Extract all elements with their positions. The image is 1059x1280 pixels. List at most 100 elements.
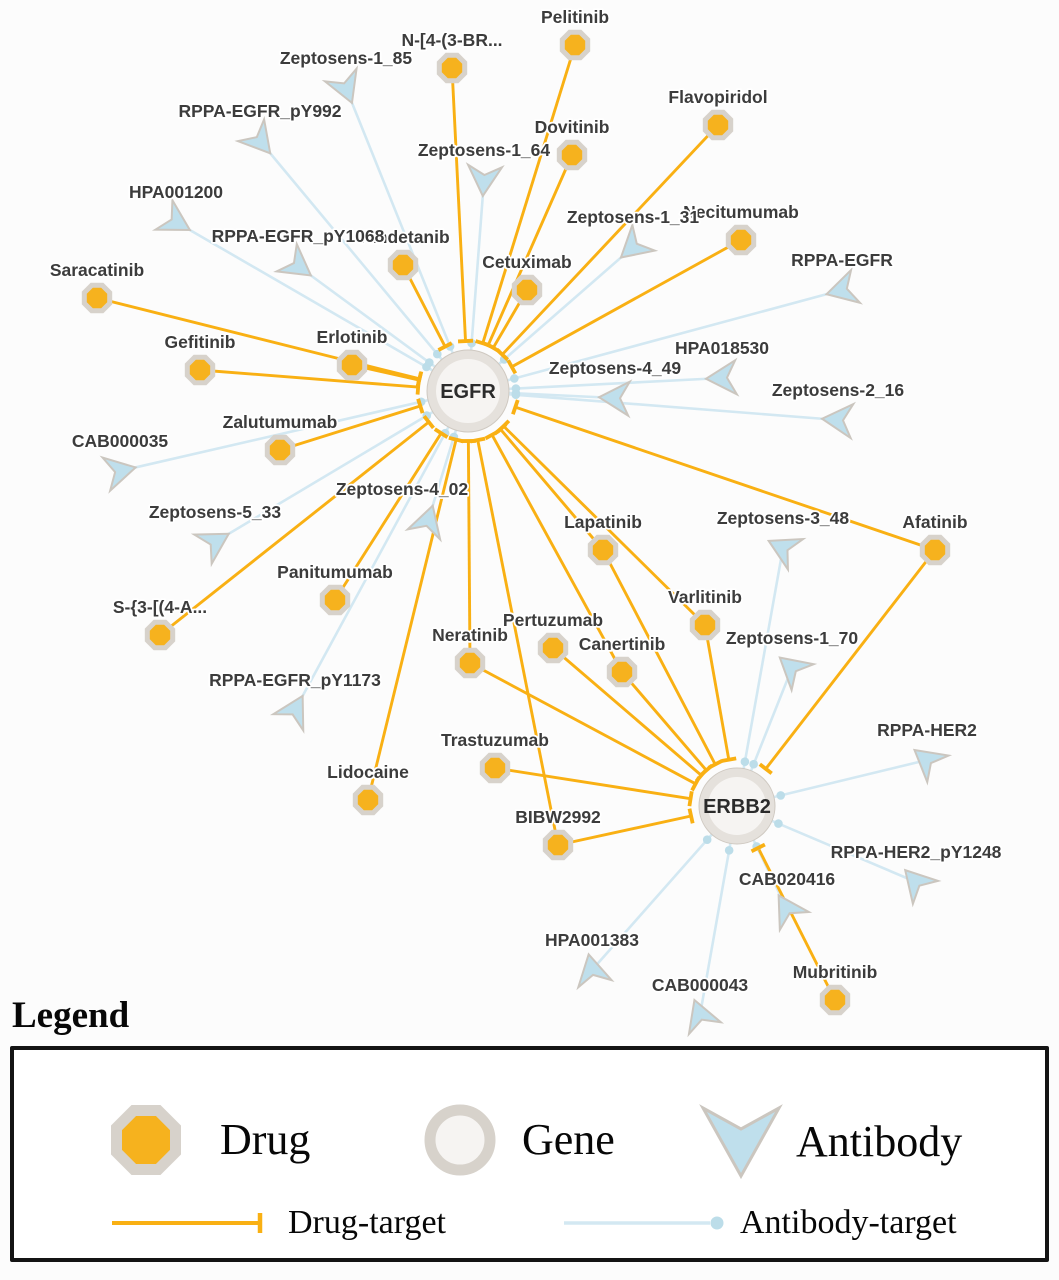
antibody-edge-dot: [702, 835, 712, 845]
antibody-target-edge-zeptosens-2-16: [467, 389, 839, 422]
zeptosens-1-70-label: Zeptosens-1_70: [726, 628, 859, 648]
drug-target-edge-bibw2992: [476, 439, 560, 846]
drug-target-edge-lapatinib: [499, 428, 605, 551]
drug-node-mubritinib[interactable]: [819, 984, 851, 1016]
neratinib-label: Neratinib: [432, 625, 508, 645]
gene-node-egfr[interactable]: [426, 349, 510, 433]
lapatinib-label: Lapatinib: [564, 512, 642, 532]
bibw2992-label: BIBW2992: [515, 807, 601, 827]
drug-node-panitumumab[interactable]: [319, 584, 351, 616]
erbb2-label: ERBB2: [703, 796, 771, 818]
drug-edge-tee: [758, 762, 773, 775]
drug-node-canertinib[interactable]: [606, 656, 638, 688]
legend-box: Drug Gene Antibody Drug-target Antibody-…: [10, 1046, 1049, 1262]
s-3-4-a-label: S-{3-[(4-A...: [113, 597, 207, 617]
antibody-node-rppa-egfr[interactable]: [822, 266, 864, 311]
vandetanib-label: Vandetanib: [356, 227, 449, 247]
drug-target-edge-s-3-4-a: [159, 420, 430, 637]
antibody-node-rppa-egfr-py1173[interactable]: [269, 688, 317, 734]
drug-node-lidocaine[interactable]: [352, 784, 384, 816]
drug-target-edge-afatinib: [764, 549, 937, 770]
drug-node-vandetanib[interactable]: [387, 249, 419, 281]
drug-target-edge-pelitinib: [481, 44, 577, 344]
antibody-node-zeptosens-1-85[interactable]: [321, 65, 368, 110]
drug-node-pelitinib[interactable]: [559, 29, 591, 61]
drug-target-edge-gefitinib: [199, 368, 419, 389]
drug-edge-tee: [687, 791, 694, 807]
antibody-target-edge-rppa-egfr-py1173: [293, 390, 470, 711]
antibody-node-cab000043[interactable]: [678, 994, 725, 1038]
drug-node-lapatinib[interactable]: [587, 534, 619, 566]
antibody-node-zeptosens-1-64[interactable]: [465, 162, 505, 198]
antibody-target-edge-icon: [564, 1216, 724, 1230]
antibody-node-cab020416[interactable]: [764, 886, 813, 934]
antibody-node-zeptosens-3-48[interactable]: [761, 526, 807, 573]
drug-target-edge-varlitinib: [502, 425, 707, 627]
hpa001383-label: HPA001383: [545, 930, 639, 950]
rppa-egfr-py992-label: RPPA-EGFR_pY992: [178, 101, 341, 121]
drug-edge-tee: [721, 756, 737, 763]
rppa-egfr-py1173-label: RPPA-EGFR_pY1173: [209, 670, 381, 690]
drug-node-n-4-3-br[interactable]: [436, 52, 468, 84]
drug-node-saracatinib[interactable]: [81, 282, 113, 314]
drug-target-edge-neratinib: [469, 661, 697, 786]
antibody-node-zeptosens-1-70[interactable]: [769, 645, 818, 694]
drug-edge-tee: [496, 419, 511, 433]
antibody-target-edge-hpa001200: [175, 220, 469, 393]
antibody-node-rppa-egfr-py1068[interactable]: [273, 240, 321, 289]
drug-target-edge-trastuzumab: [494, 766, 691, 801]
zeptosens-1-64-label: Zeptosens-1_64: [418, 140, 551, 160]
antibody-target-edge-rppa-egfr: [467, 288, 843, 393]
antibody-node-rppa-egfr-py992[interactable]: [234, 115, 283, 164]
layer-nodes: [81, 29, 953, 1038]
drug-node-bibw2992[interactable]: [542, 829, 574, 861]
antibody-node-zeptosens-4-02[interactable]: [404, 501, 449, 543]
drug-edge-tee: [511, 399, 520, 415]
antibody-node-hpa001383[interactable]: [572, 951, 615, 991]
antibody-edge-dot: [425, 358, 434, 367]
zeptosens-1-31-label: Zeptosens-1_31: [567, 207, 700, 227]
drug-node-cetuximab[interactable]: [511, 274, 543, 306]
zeptosens-5-33-label: Zeptosens-5_33: [149, 502, 282, 522]
antibody-edge-dot: [433, 349, 442, 359]
antibody-target-edge-rppa-egfr-py992: [259, 140, 469, 392]
drug-node-zalutumumab[interactable]: [264, 434, 296, 466]
antibody-target-edge-zeptosens-3-48: [735, 547, 785, 807]
antibody-node-cab000035[interactable]: [99, 451, 140, 494]
drug-node-varlitinib[interactable]: [689, 609, 721, 641]
legend-antibody-target-label: Antibody-target: [740, 1204, 957, 1241]
cab000035-label: CAB000035: [72, 431, 169, 451]
legend-gene-label: Gene: [522, 1115, 615, 1164]
drug-node-neratinib[interactable]: [454, 647, 486, 679]
antibody-node-zeptosens-4-49[interactable]: [596, 379, 633, 419]
antibody-node-rppa-her2-py1248[interactable]: [893, 859, 942, 908]
drug-target-edge-dovitinib: [486, 154, 574, 346]
hpa001200-label: HPA001200: [129, 182, 223, 202]
antibody-node-hpa018530[interactable]: [703, 357, 740, 397]
drug-node-flavopiridol[interactable]: [702, 109, 734, 141]
drug-node-afatinib[interactable]: [919, 534, 951, 566]
drug-target-edge-pertuzumab: [552, 646, 703, 777]
drug-node-erlotinib[interactable]: [336, 349, 368, 381]
drug-target-edge-canertinib: [620, 671, 708, 772]
antibody-node-zeptosens-1-31[interactable]: [610, 221, 659, 270]
drug-edge-tee: [484, 429, 500, 441]
trastuzumab-label: Trastuzumab: [441, 730, 549, 750]
antibody-edge-dot: [724, 846, 734, 855]
antibody-node-zeptosens-2-16[interactable]: [820, 401, 856, 441]
antibody-node-zeptosens-5-33[interactable]: [190, 519, 237, 568]
flavopiridol-label: Flavopiridol: [668, 87, 767, 107]
drug-node-dovitinib[interactable]: [556, 139, 588, 171]
drug-node-s-3-4-a[interactable]: [144, 619, 176, 651]
drug-node-trastuzumab[interactable]: [479, 752, 511, 784]
erlotinib-label: Erlotinib: [317, 327, 388, 347]
drug-node-gefitinib[interactable]: [184, 354, 216, 386]
antibody-node-rppa-her2[interactable]: [904, 737, 953, 786]
gene-node-erbb2[interactable]: [698, 767, 776, 845]
drug-node-necitumumab[interactable]: [725, 224, 757, 256]
drug-node-pertuzumab[interactable]: [537, 632, 569, 664]
antibody-node-hpa001200[interactable]: [151, 196, 198, 244]
gefitinib-label: Gefitinib: [165, 332, 236, 352]
drug-target-edge-neratinib: [466, 440, 472, 664]
